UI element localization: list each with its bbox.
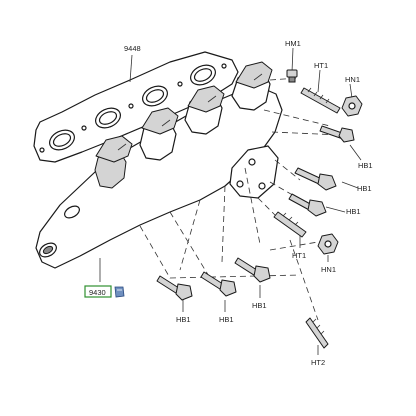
label-hb1-d: HB1 — [176, 315, 191, 324]
nut-hn1-upper[interactable] — [341, 95, 363, 117]
label-hb1-e: HB1 — [219, 315, 234, 324]
label-hn1-lower: HN1 — [321, 265, 336, 274]
exhaust-gasket[interactable] — [33, 51, 239, 163]
bolt-hb1-b[interactable] — [294, 167, 337, 191]
bolt-hb1-e[interactable] — [200, 271, 237, 297]
label-gasket: 9448 — [124, 44, 141, 53]
label-hb1-f: HB1 — [252, 301, 267, 310]
bolt-hb1-c[interactable] — [288, 193, 327, 217]
label-ht1: HT1 — [314, 61, 328, 70]
label-hn1-top: HN1 — [345, 75, 360, 84]
nut-hn1-lower[interactable] — [317, 233, 339, 255]
stud-hm1[interactable] — [286, 69, 298, 83]
highlighted-part-box[interactable] — [84, 285, 112, 298]
label-hb1-a: HB1 — [358, 161, 373, 170]
label-hm1: HM1 — [285, 39, 301, 48]
label-hb1-b: HB1 — [357, 184, 372, 193]
leader-lines — [99, 47, 362, 355]
label-ht1-lower: HT1 — [292, 251, 306, 260]
label-ht2: HT2 — [311, 358, 325, 367]
stud-ht2[interactable] — [305, 317, 329, 349]
bolt-hb1-a[interactable] — [319, 125, 355, 143]
cart-icon[interactable] — [114, 286, 125, 298]
bolt-hb1-f[interactable] — [234, 257, 271, 283]
stud-ht1-lower[interactable] — [273, 211, 307, 238]
label-hb1-c: HB1 — [346, 207, 361, 216]
exhaust-manifold[interactable] — [35, 61, 283, 269]
stud-ht1-upper[interactable] — [300, 87, 341, 114]
bolt-hb1-d[interactable] — [156, 275, 193, 301]
label-manifold[interactable]: 9430 — [89, 288, 106, 297]
